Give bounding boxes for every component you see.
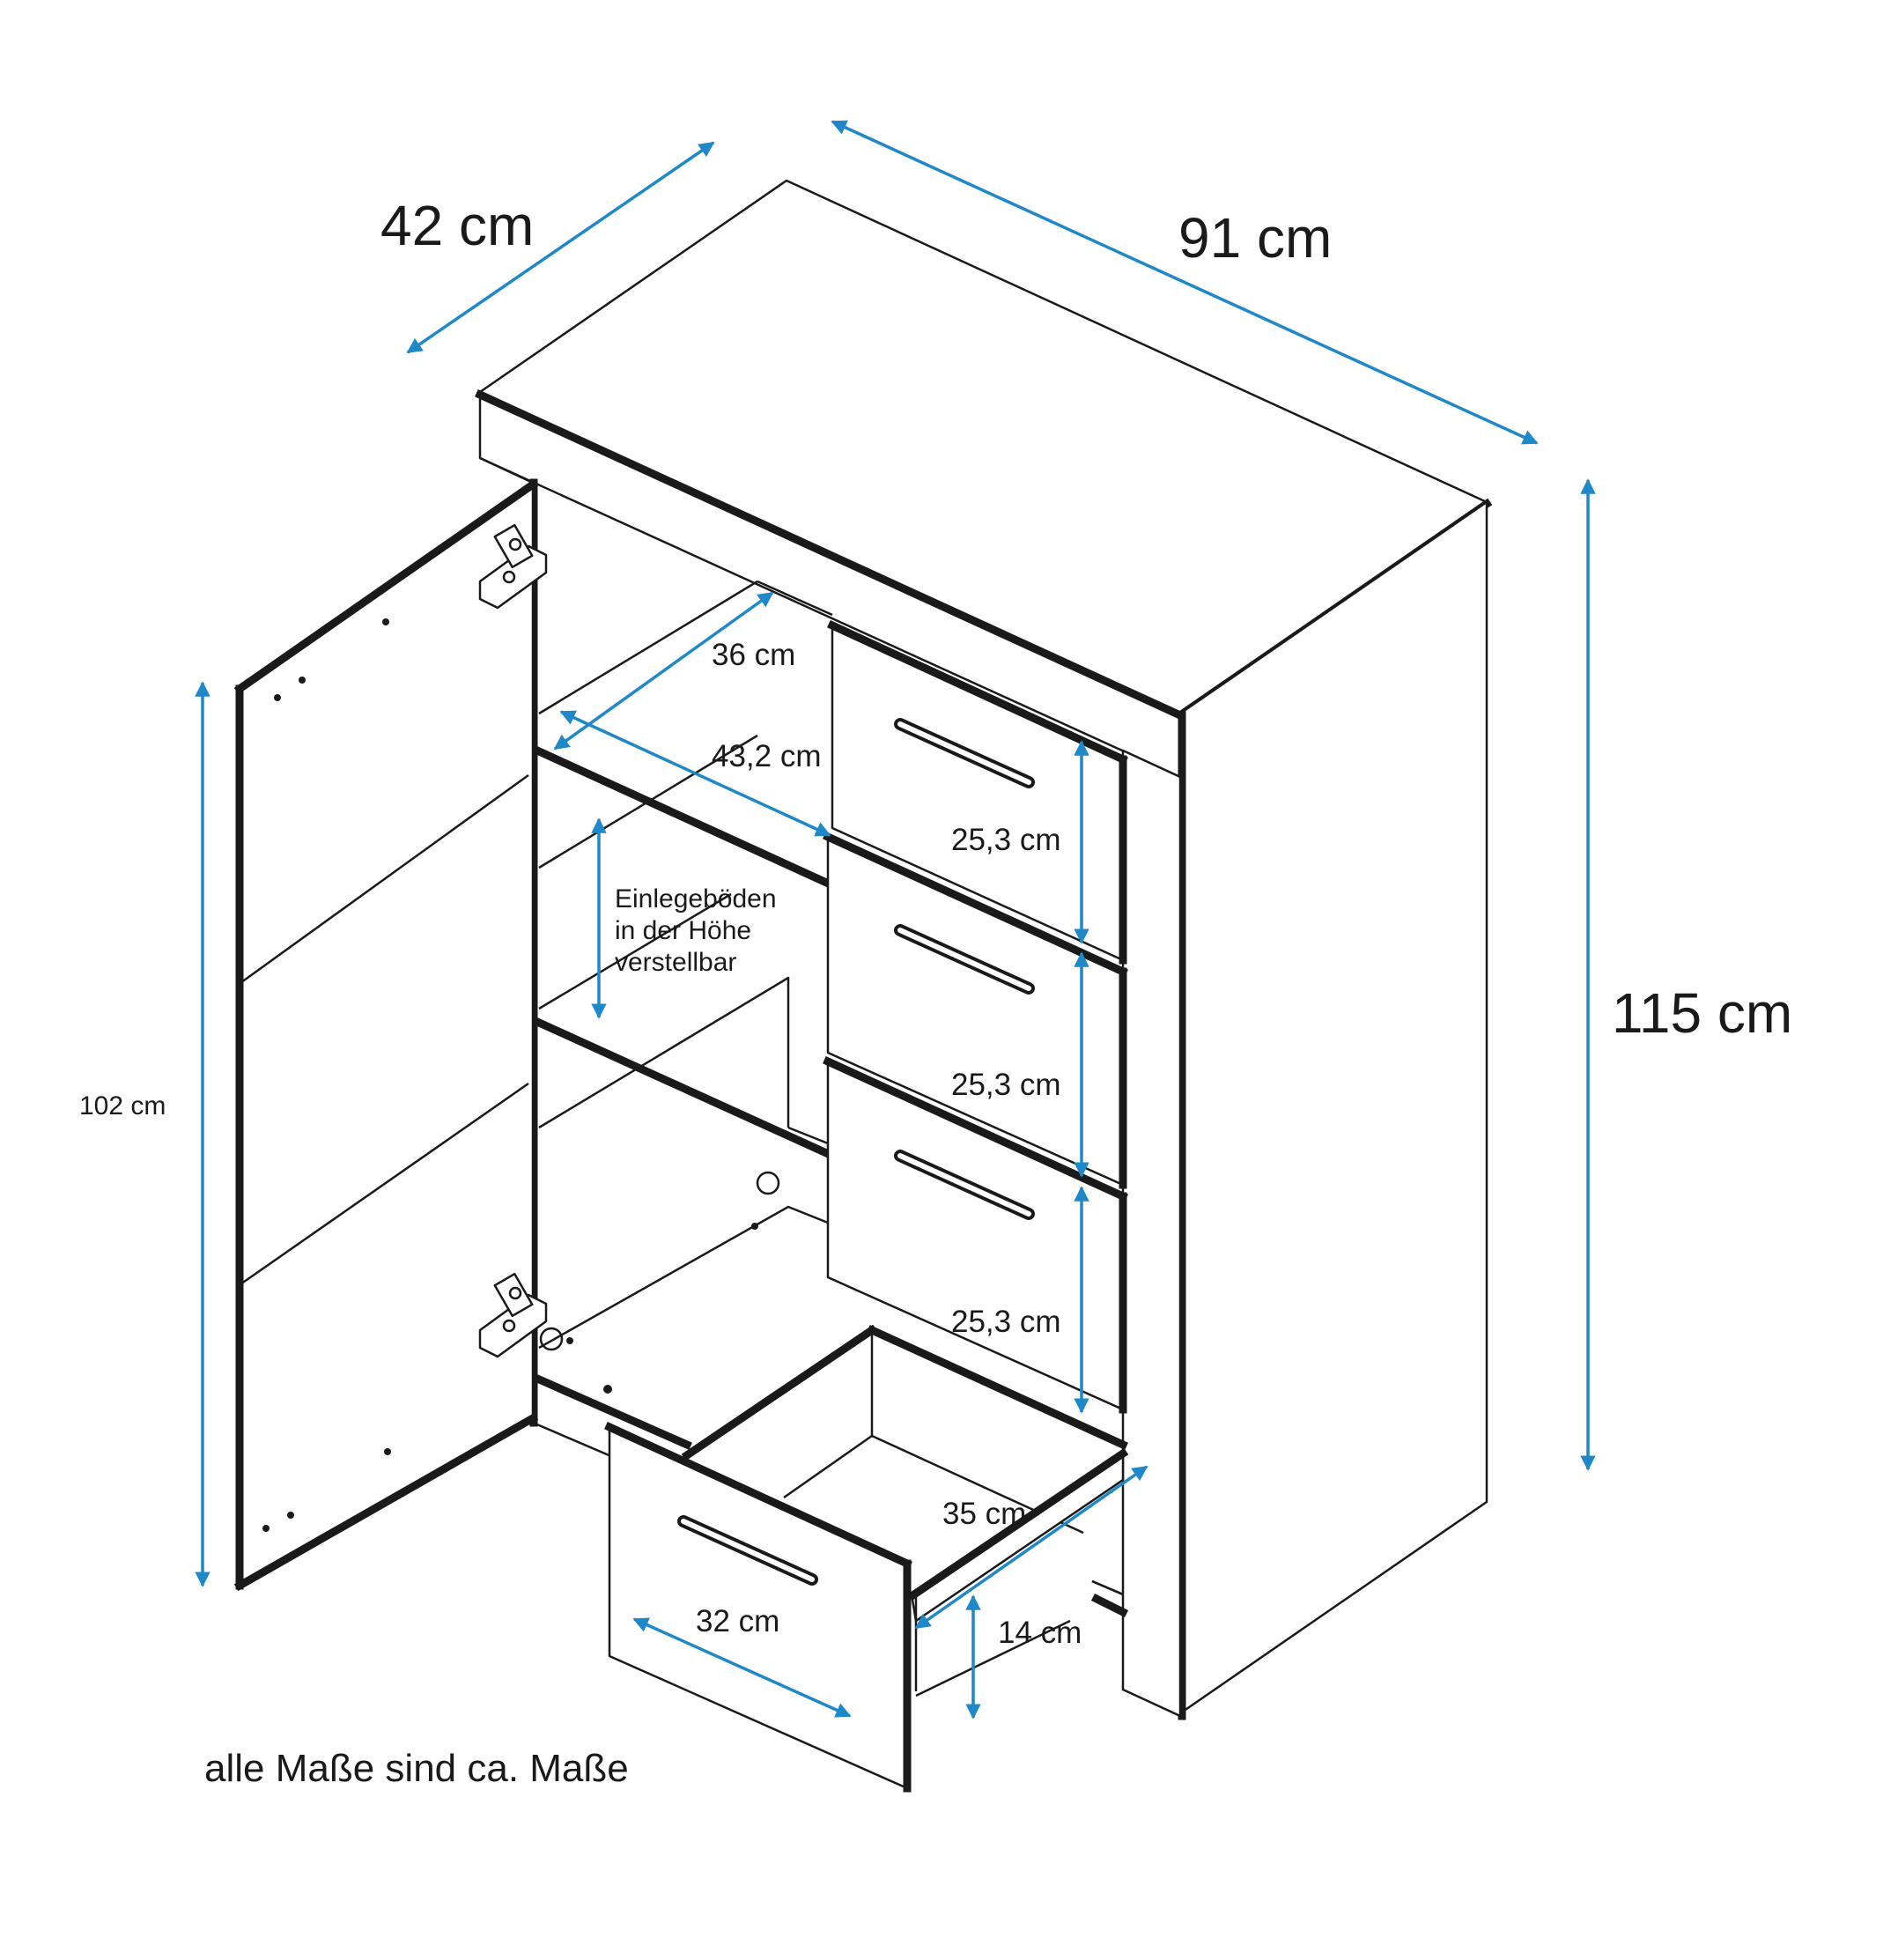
drawer-3[interactable] <box>823 1056 1128 1414</box>
cabinet-right-stile <box>1121 749 1182 1718</box>
door-panel <box>236 483 535 1587</box>
label-shelf-width: 43,2 cm <box>712 739 822 773</box>
label-drawer-inner-depth: 35 cm <box>942 1497 1026 1531</box>
label-drawer-inner-width: 32 cm <box>696 1604 779 1638</box>
label-depth-outer: 42 cm <box>380 194 534 257</box>
drawer-handle-icon <box>894 1150 1035 1220</box>
dimension-labels: 42 cm 91 cm 115 cm 102 cm 36 cm 43,2 cm … <box>79 194 1792 1790</box>
drawer-handle-icon <box>894 718 1035 788</box>
cabinet-right-side <box>1178 500 1488 1715</box>
drawer-handle-icon <box>894 924 1035 995</box>
label-drawer-height-3: 25,3 cm <box>951 1305 1061 1339</box>
label-height-outer: 115 cm <box>1612 981 1792 1045</box>
open-door[interactable] <box>233 478 548 1592</box>
dim-arrow-width-outer <box>831 120 1539 445</box>
drawer-2[interactable] <box>823 832 1128 1189</box>
dim-arrow-shelf-width <box>559 710 831 837</box>
label-shelf-note-2: in der Höhe <box>615 916 751 945</box>
label-shelf-depth: 36 cm <box>712 638 795 672</box>
dimension-arrows <box>195 120 1596 1720</box>
drawer-handle-icon <box>677 1515 818 1586</box>
label-door-height: 102 cm <box>79 1091 166 1121</box>
open-drawer[interactable] <box>604 1324 1129 1793</box>
label-drawer-height-1: 25,3 cm <box>951 823 1061 857</box>
label-drawer-height-2: 25,3 cm <box>951 1068 1061 1102</box>
label-width-outer: 91 cm <box>1178 206 1332 270</box>
dim-arrow-drawer-inner-depth <box>914 1465 1148 1630</box>
hinge-top-icon <box>478 523 548 610</box>
label-shelf-note-1: Einlegeböden <box>615 884 777 913</box>
label-shelf-note-3: verstellbar <box>615 948 736 977</box>
hinge-bottom-icon <box>478 1272 548 1358</box>
dim-arrow-depth-outer <box>406 141 715 354</box>
label-drawer-inner-height: 14 cm <box>998 1616 1082 1650</box>
footnote: alle Maße sind ca. Maße <box>204 1747 629 1790</box>
drawer-1[interactable] <box>827 620 1128 965</box>
cabinet-interior <box>532 580 838 1450</box>
dim-arrow-drawer-inner-width <box>632 1617 852 1718</box>
